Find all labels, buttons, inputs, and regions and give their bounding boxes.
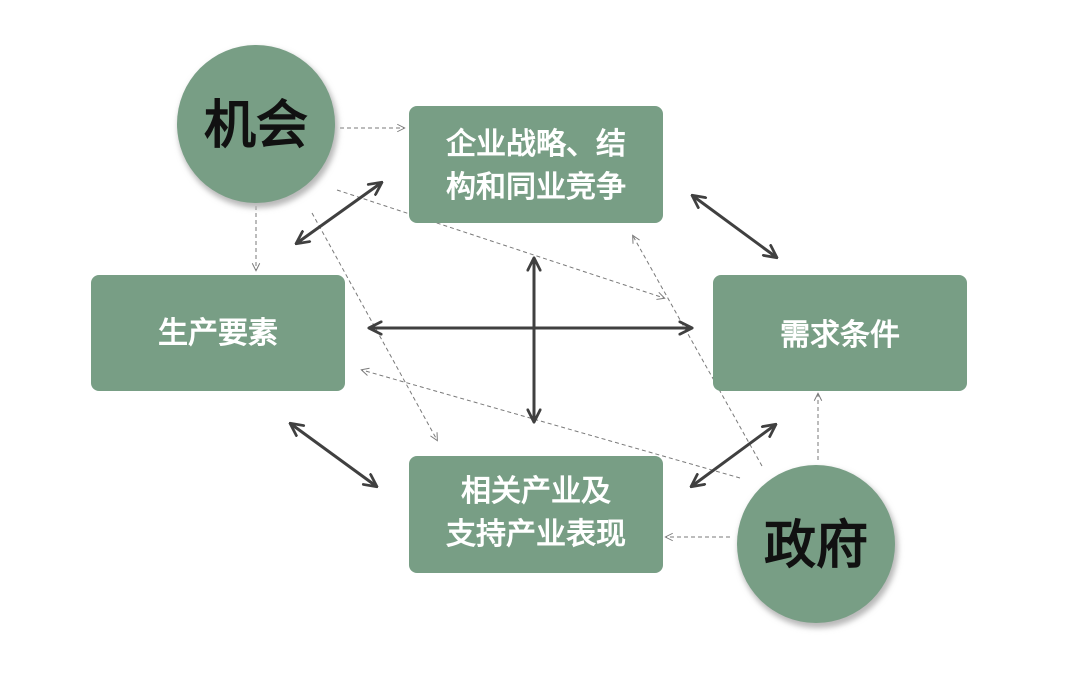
node-strategy: 企业战略、结 构和同业竞争 [409,106,663,223]
related-label-line1: 相关产业及 [461,474,611,509]
node-opportunity: 机会 [177,45,338,208]
government-label: 政府 [764,516,868,576]
strategy-label-line1: 企业战略、结 [446,127,626,162]
strong-arrows [291,183,776,486]
opportunity-to-demand-arrow [336,189,664,298]
strategy-demand-arrow [693,196,776,257]
strategy-factors-arrow [297,183,381,243]
node-related: 相关产业及 支持产业表现 [409,456,663,573]
demand-label: 需求条件 [780,318,900,353]
node-government: 政府 [737,465,898,628]
factors-box [91,275,345,391]
factor-boxes: 企业战略、结 构和同业竞争 生产要素 需求条件 相关产业及 支持产业表现 [91,106,967,573]
demand-box [713,275,967,391]
factors-related-arrow [291,424,376,486]
related-box [409,456,663,573]
strategy-label-line2: 构和同业竞争 [446,170,626,205]
opportunity-circle [177,45,335,203]
related-label-line2: 支持产业表现 [446,517,626,552]
demand-related-arrow [692,425,775,486]
opportunity-label: 机会 [204,96,308,156]
factors-label: 生产要素 [158,316,278,351]
node-factors: 生产要素 [91,275,345,391]
government-circle [737,465,895,623]
government-to-factors-arrow [362,370,741,479]
strategy-box [409,106,663,223]
node-demand: 需求条件 [713,275,967,391]
external-circles: 机会 政府 [177,45,898,628]
